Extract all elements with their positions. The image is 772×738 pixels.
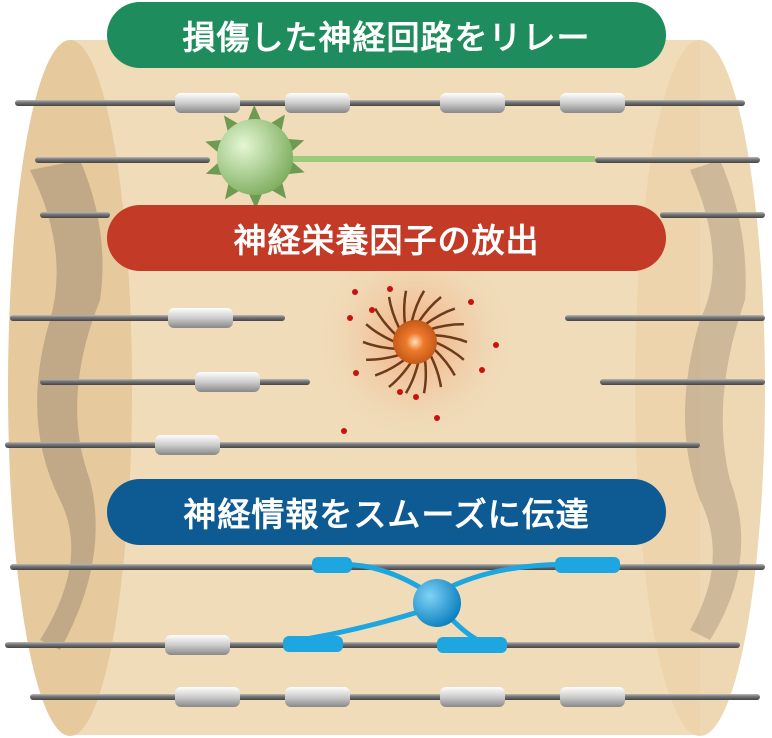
myelin-sheath — [440, 93, 505, 113]
myelin-sheath — [285, 687, 350, 707]
axon-rod — [5, 642, 740, 648]
axon-rod — [35, 157, 210, 163]
axon-rod — [600, 379, 765, 385]
transmit-label: 神経情報をスムーズに伝達 — [107, 479, 666, 545]
axon-rod — [15, 100, 745, 106]
release-label: 神経栄養因子の放出 — [107, 205, 666, 271]
myelin-sheath — [175, 93, 240, 113]
myelin-sheath — [560, 687, 625, 707]
myelin-sheath — [165, 635, 230, 655]
axon-rod — [40, 212, 110, 218]
neurotrophic-cell-icon — [310, 235, 520, 445]
axon-rod — [30, 694, 760, 700]
axon-rod — [10, 315, 285, 321]
myelin-sheath — [560, 93, 625, 113]
axon-rod — [10, 564, 765, 570]
myelin-sheath — [175, 687, 240, 707]
myelin-sheath — [195, 372, 260, 392]
axon-rod — [565, 315, 765, 321]
axon-rod — [40, 379, 310, 385]
myelin-sheath — [168, 308, 233, 328]
axons — [5, 93, 765, 707]
spiky-cell-icon — [205, 105, 595, 209]
axon-rod — [595, 157, 760, 163]
axon-rod — [5, 442, 700, 448]
neuron-icon — [283, 557, 620, 653]
axon-rod — [660, 212, 765, 218]
myelin-sheath — [285, 93, 350, 113]
myelin-sheath — [155, 435, 220, 455]
relay-label: 損傷した神経回路をリレー — [107, 2, 666, 68]
myelin-sheath — [440, 687, 505, 707]
